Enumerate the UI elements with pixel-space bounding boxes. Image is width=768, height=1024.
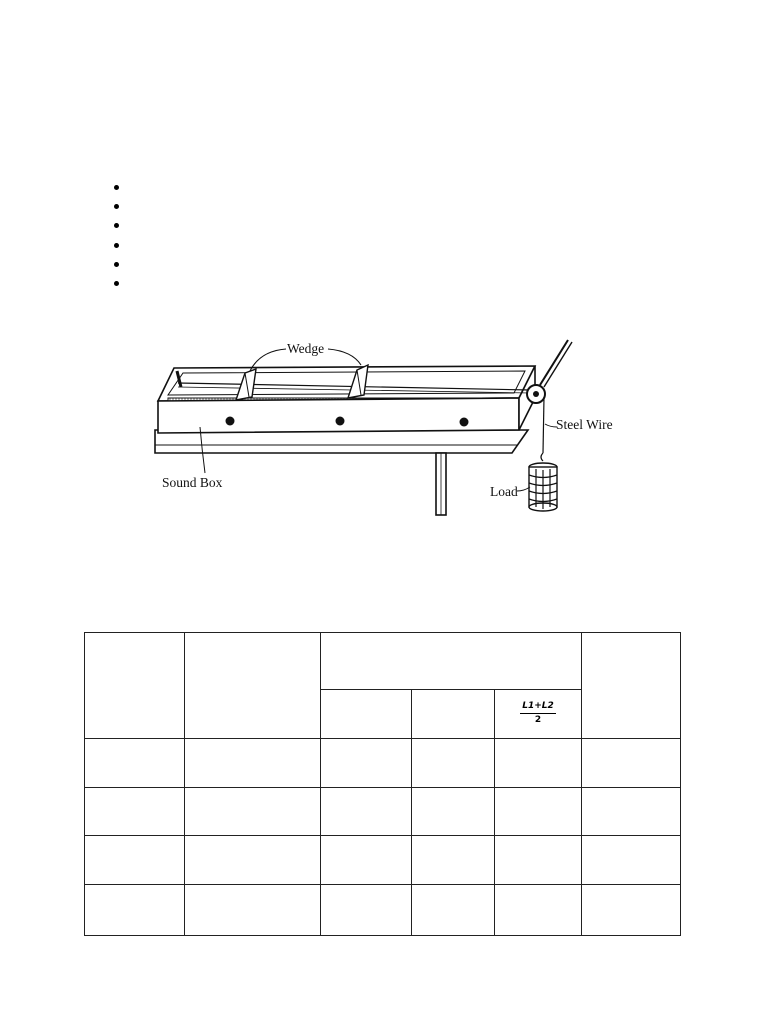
table-cell (184, 835, 321, 885)
header-cell (411, 689, 495, 739)
table-cell (493, 835, 583, 885)
table-cell (320, 738, 412, 788)
table-cell (493, 738, 583, 788)
sound-box-front (157, 397, 520, 434)
observation-table: L1+L2 2 (84, 632, 682, 936)
header-cell (319, 632, 583, 690)
mean-formula: L1+L2 2 (520, 701, 556, 725)
table-cell (493, 787, 583, 836)
sonometer-diagram: Wedge Steel Wire Sound Box Load (154, 339, 613, 516)
table-cell (411, 738, 495, 788)
steel-wire-label: Steel Wire (556, 417, 613, 432)
table-cell (320, 884, 412, 936)
pulley-support (539, 339, 569, 386)
table-cell (84, 835, 185, 885)
table-cell (411, 835, 495, 885)
wedge-right (346, 363, 369, 399)
table-cell (320, 835, 412, 885)
table-cell (581, 787, 682, 836)
bullet-dot-icon (114, 204, 119, 210)
table-cell (184, 884, 321, 936)
formula-denominator: 2 (534, 714, 542, 725)
screw-dot (459, 417, 469, 427)
screw-dot (225, 416, 235, 426)
table-row (84, 835, 682, 885)
table-cell (411, 884, 495, 936)
table-cell (84, 738, 185, 788)
table-row (84, 738, 682, 788)
header-cell (320, 689, 412, 739)
screw-dot (335, 416, 345, 426)
table-cell (84, 884, 185, 936)
bullet-dot-icon (114, 280, 119, 286)
sonometer-figure: Wedge Steel Wire Sound Box Load (150, 335, 620, 520)
table-row (84, 787, 682, 836)
header-cell (581, 632, 682, 739)
bullet-dot-icon (114, 242, 119, 248)
bullet-dot-icon (114, 261, 119, 267)
mean-length-header: L1+L2 2 (493, 689, 583, 739)
header-cell (184, 632, 321, 739)
table-subheader-row: L1+L2 2 (85, 689, 681, 739)
bullet-dot-icon (114, 185, 119, 190)
formula-numerator: L1+L2 (520, 701, 556, 714)
observation-table-wrapper: L1+L2 2 (84, 632, 682, 936)
table-cell (411, 787, 495, 836)
bullet-dot-icon (114, 223, 119, 229)
load-label: Load (490, 484, 518, 499)
table-cell (581, 884, 682, 936)
table-cell (320, 787, 412, 836)
table-row (84, 884, 682, 936)
header-cell (84, 632, 185, 739)
wedge-label: Wedge (287, 341, 324, 356)
table-cell (493, 884, 583, 936)
table-cell (581, 835, 682, 885)
sound-box-label: Sound Box (162, 475, 223, 490)
table-cell (581, 738, 682, 788)
wedge-left (234, 367, 257, 401)
table-cell (84, 787, 185, 836)
table-header-row (84, 632, 682, 739)
table-cell (184, 738, 321, 788)
table-cell (184, 787, 321, 836)
